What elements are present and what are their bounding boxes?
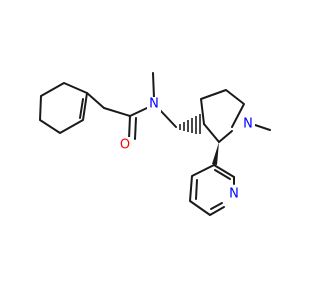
cyclohexene-ring: [39, 82, 88, 134]
molecule-svg: O N N N: [39, 72, 271, 216]
amide-nitrogen-label: N: [147, 97, 161, 112]
cyclohexene-bonds: [39, 82, 88, 134]
carbonyl-to-n-bond: [129, 107, 148, 117]
carbonyl-double-bond-b: [134, 117, 137, 140]
pyrrolidine-n-methyl-bond: [254, 124, 271, 131]
pyrrolidine-ring: [200, 89, 271, 143]
pyrrolidine-c2-c3-bond: [203, 123, 220, 143]
cyclohexene-double-bond: [79, 98, 84, 119]
atom-labels: O N N N: [118, 97, 255, 202]
pyridine-bonds: [189, 164, 225, 216]
amide-nitrogen-text: N: [149, 97, 159, 112]
pyrrolidine-bonds: [200, 89, 245, 128]
pyrrolidine-n-c2-bond: [218, 130, 233, 143]
hashed-wedge-bond: [179, 114, 201, 134]
pyridine-nitrogen-text: N: [229, 187, 239, 202]
pyridine-double-bond-1: [195, 179, 198, 200]
n-to-ch2-bond: [159, 109, 177, 128]
pyridine-c3-c4-bond: [213, 164, 235, 178]
n-methyl-bond: [152, 72, 155, 99]
pyrrolidine-nitrogen-text: N: [243, 117, 253, 132]
ch2-to-carbonyl-bond: [103, 107, 131, 117]
pyridine-double-bond-3: [210, 202, 223, 210]
amide-oxygen-label: O: [118, 137, 132, 153]
ring-to-ch2-bond: [86, 92, 105, 109]
pyridine-nitrogen-label: N: [227, 187, 241, 202]
pyridine-ring: [189, 164, 235, 216]
pyridine-double-bond-2: [214, 169, 231, 180]
pyrrolidine-nitrogen-label: N: [241, 117, 255, 132]
amide-oxygen-text: O: [120, 138, 130, 153]
acyl-chain: [86, 72, 177, 140]
molecule-diagram: O N N N: [39, 72, 271, 216]
solid-wedge-bond: [212, 142, 219, 165]
carbonyl-double-bond-a: [128, 115, 131, 140]
